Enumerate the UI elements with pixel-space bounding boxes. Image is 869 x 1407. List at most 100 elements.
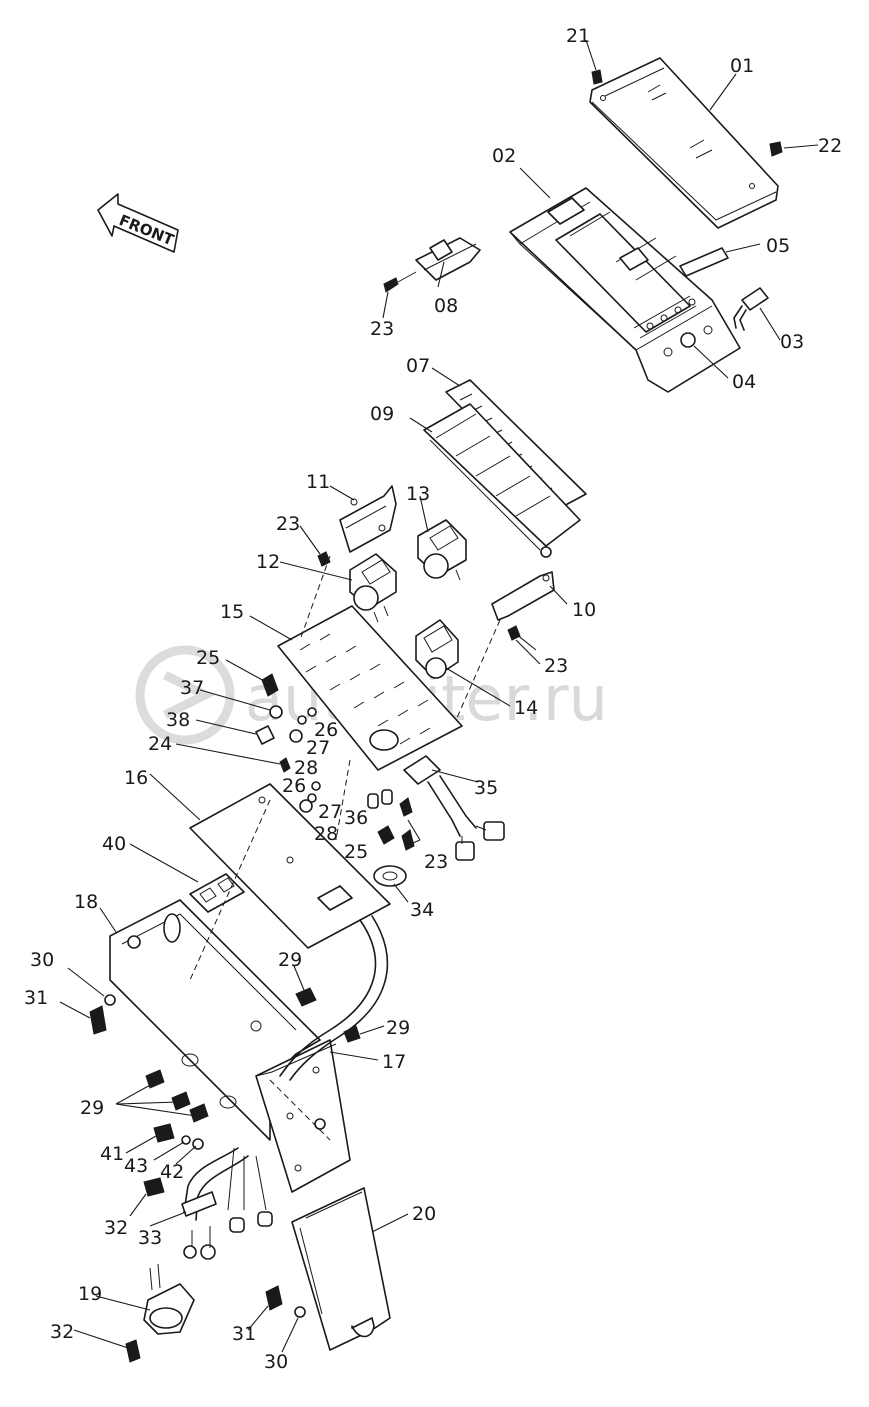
part-03-connector [733, 287, 769, 331]
washer-30-a [104, 994, 116, 1006]
callout-29-a: 29 [278, 949, 302, 971]
front-direction-arrow: FRONT [97, 193, 179, 253]
callout-37: 37 [180, 677, 204, 699]
callout-10: 10 [572, 599, 596, 621]
leader-lines [59, 39, 819, 1353]
bolt-25-b [377, 825, 395, 845]
bolt-41 [153, 1123, 175, 1143]
callout-31-a: 31 [24, 987, 48, 1009]
bolt-32-b [125, 1339, 141, 1363]
bolt-29-e [189, 1103, 209, 1123]
part-17-front-bracket [255, 1039, 351, 1193]
bolt-32-a [143, 1177, 165, 1197]
callout-25-b: 25 [344, 841, 368, 863]
part-13-gauge [417, 519, 467, 581]
part-38 [255, 725, 275, 745]
callout-38: 38 [166, 709, 190, 731]
callout-13: 13 [406, 483, 430, 505]
callout-03: 03 [780, 331, 804, 353]
callout-29-c: 29 [80, 1097, 104, 1119]
callout-25-a: 25 [196, 647, 220, 669]
callout-41: 41 [100, 1143, 124, 1165]
callout-18: 18 [74, 891, 98, 913]
part-09-switch-block [423, 403, 581, 558]
screw-23-b [401, 829, 415, 851]
screw-22 [769, 141, 783, 157]
bolt-29-a [295, 987, 317, 1007]
washer-26-b [311, 781, 321, 791]
callout-20: 20 [412, 1203, 436, 1225]
washer-26-a [307, 707, 317, 717]
part-35-harness [403, 755, 505, 861]
callout-23-b: 23 [276, 513, 300, 535]
callout-35: 35 [474, 777, 498, 799]
callout-15: 15 [220, 601, 244, 623]
callout-16: 16 [124, 767, 148, 789]
callout-07: 07 [406, 355, 430, 377]
screw-24 [279, 757, 291, 773]
callout-04: 04 [732, 371, 756, 393]
callout-14: 14 [514, 697, 538, 719]
bolt-31-a [89, 1005, 107, 1035]
part-20-cover-plate [291, 1187, 391, 1351]
callout-32-b: 32 [50, 1321, 74, 1343]
callout-23-c: 23 [544, 655, 568, 677]
part-02-console-panel [509, 187, 741, 393]
callout-30-a: 30 [30, 949, 54, 971]
callout-12: 12 [256, 551, 280, 573]
watermark-logo-arrow [162, 670, 216, 720]
washer-30-b [294, 1306, 306, 1318]
callout-29-b: 29 [386, 1017, 410, 1039]
nut-28-a [289, 729, 303, 743]
part-05-label [679, 247, 729, 277]
bolt-25-a [261, 673, 279, 697]
nut-28-b [299, 799, 313, 813]
bolt-31-b [265, 1285, 283, 1311]
callout-17: 17 [382, 1051, 406, 1073]
callout-19: 19 [78, 1283, 102, 1305]
part-19-connector [143, 1263, 195, 1335]
callout-42: 42 [160, 1161, 184, 1183]
callout-08: 08 [434, 295, 458, 317]
callout-05: 05 [766, 235, 790, 257]
watermark-logo-ring [135, 645, 235, 745]
part-37 [269, 705, 283, 719]
part-11-bracket [317, 485, 397, 567]
part-12-gauge [349, 553, 397, 623]
callout-09: 09 [370, 403, 394, 425]
callout-02: 02 [492, 145, 516, 167]
callout-22: 22 [818, 135, 842, 157]
callout-33: 33 [138, 1227, 162, 1249]
part-36-lamp-sockets [367, 789, 393, 809]
callout-27-b: 27 [318, 801, 342, 823]
callout-30-b: 30 [264, 1351, 288, 1373]
callout-26-a: 26 [314, 719, 338, 741]
callout-27-a: 27 [306, 737, 330, 759]
part-14-gauge [415, 619, 459, 679]
callout-32-a: 32 [104, 1217, 128, 1239]
part-10-bracket [491, 571, 555, 641]
assembly-lines [189, 555, 501, 981]
screw-23-c [399, 797, 413, 817]
part-15-upper-plate [277, 605, 463, 771]
callout-36: 36 [344, 807, 368, 829]
bolt-29-b [343, 1025, 361, 1043]
callout-23-a: 23 [370, 318, 394, 340]
callout-43: 43 [124, 1155, 148, 1177]
callout-23-d: 23 [424, 851, 448, 873]
callout-01: 01 [730, 55, 754, 77]
bolt-29-d [171, 1091, 191, 1111]
callout-24: 24 [148, 733, 172, 755]
part-40-switch [189, 873, 245, 913]
front-arrow-shape [97, 193, 179, 253]
callout-40: 40 [102, 833, 126, 855]
screw-21 [591, 69, 603, 85]
washer-27-b [307, 793, 317, 803]
part-08-bracket [383, 237, 481, 293]
callout-11: 11 [306, 471, 330, 493]
part-01-cover [589, 57, 779, 229]
callout-31-b: 31 [232, 1323, 256, 1345]
part-34-grommet [373, 865, 407, 887]
callout-28-b: 28 [314, 823, 338, 845]
